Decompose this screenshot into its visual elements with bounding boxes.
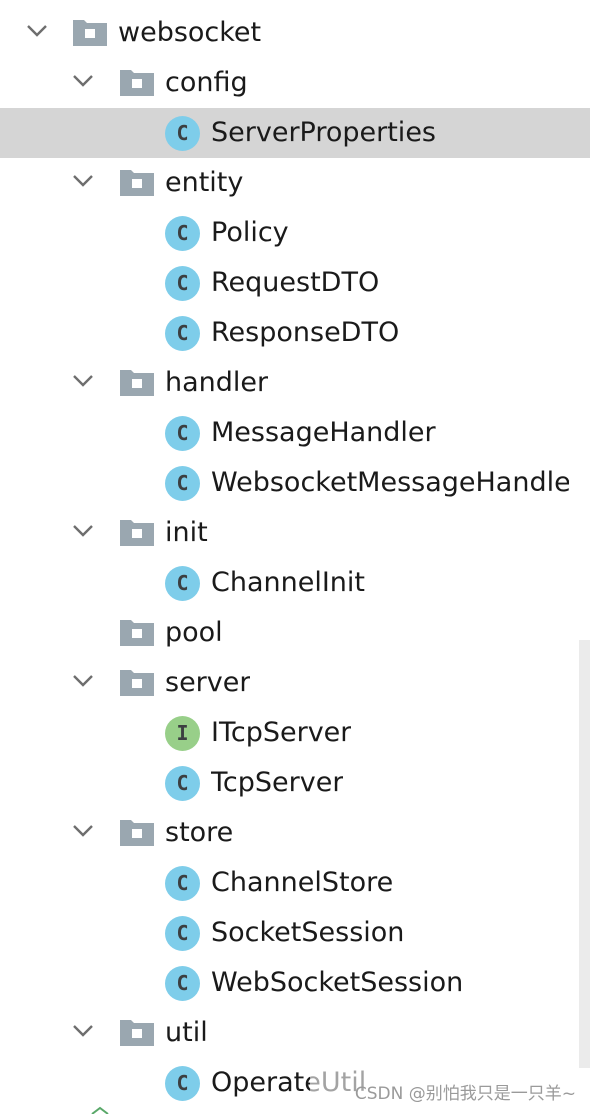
chevron-down-icon[interactable] — [70, 818, 96, 844]
tree-node-websocket-message-handler[interactable]: C WebsocketMessageHandler — [0, 458, 590, 508]
chevron-down-icon[interactable] — [70, 668, 96, 694]
folder-icon — [120, 1020, 154, 1046]
tree-node-util[interactable]: util — [0, 1008, 590, 1058]
tree-node-channel-init[interactable]: C ChannelInit — [0, 558, 590, 608]
folder-icon — [73, 20, 107, 46]
class-icon: C — [165, 566, 200, 601]
folder-icon — [120, 70, 154, 96]
tree-node-label: entity — [165, 167, 244, 198]
tree-node-handler[interactable]: handler — [0, 358, 590, 408]
tree-node-label: handler — [165, 367, 269, 398]
class-icon: C — [165, 266, 200, 301]
folder-icon — [120, 670, 154, 696]
tree-node-websocket[interactable]: websocket — [0, 8, 590, 58]
tree-node-label: WebSocketSession — [211, 967, 464, 998]
watermark: CSDN @别怕我只是一只羊~ — [354, 1084, 576, 1104]
tree-node-label: store — [165, 817, 234, 848]
tree-node-channel-store[interactable]: C ChannelStore — [0, 858, 590, 908]
tree-node-tcp-server[interactable]: C TcpServer — [0, 758, 590, 808]
folder-icon — [120, 620, 154, 646]
folder-icon — [120, 370, 154, 396]
chevron-down-icon[interactable] — [24, 18, 50, 44]
tree-node-socket-session[interactable]: C SocketSession — [0, 908, 590, 958]
partial-run-icon — [91, 1106, 109, 1114]
chevron-down-icon[interactable] — [70, 68, 96, 94]
tree-node-response-dto[interactable]: C ResponseDTO — [0, 308, 590, 358]
tree-node-label: server — [165, 667, 251, 698]
chevron-down-icon[interactable] — [70, 368, 96, 394]
tree-node-label: ServerProperties — [211, 117, 436, 148]
tree-node-entity[interactable]: entity — [0, 158, 590, 208]
tree-node-label: SocketSession — [211, 917, 405, 948]
chevron-down-icon[interactable] — [70, 518, 96, 544]
vertical-scrollbar[interactable] — [579, 640, 590, 1068]
tree-node-message-handler[interactable]: C MessageHandler — [0, 408, 590, 458]
class-icon: C — [165, 966, 200, 1001]
tree-node-label: RequestDTO — [211, 267, 380, 298]
tree-node-server[interactable]: server — [0, 658, 590, 708]
tree-node-init[interactable]: init — [0, 508, 590, 558]
tree-node-server-properties[interactable]: C ServerProperties — [0, 108, 590, 158]
tree-node-pool[interactable]: pool — [0, 608, 590, 658]
class-icon: C — [165, 1066, 200, 1101]
tree-node-config[interactable]: config — [0, 58, 590, 108]
tree-node-policy[interactable]: C Policy — [0, 208, 590, 258]
tree-node-label: util — [165, 1017, 208, 1048]
tree-node-store[interactable]: store — [0, 808, 590, 858]
folder-icon — [120, 170, 154, 196]
tree-node-label: ChannelInit — [211, 567, 366, 598]
tree-node-label: ITcpServer — [211, 717, 352, 748]
tree-node-label: init — [165, 517, 208, 548]
tree-node-websocket-session[interactable]: C WebSocketSession — [0, 958, 590, 1008]
watermark-backdrop — [310, 1068, 590, 1114]
tree-node-label: ChannelStore — [211, 867, 394, 898]
class-icon: C — [165, 216, 200, 251]
tree-node-label: Policy — [211, 217, 289, 248]
tree-node-label: websocket — [118, 17, 262, 48]
tree-node-label: ResponseDTO — [211, 317, 400, 348]
tree-node-label: TcpServer — [211, 767, 344, 798]
folder-icon — [120, 520, 154, 546]
class-icon: C — [165, 416, 200, 451]
tree-node-label: pool — [165, 617, 223, 648]
class-icon: C — [165, 116, 200, 151]
class-icon: C — [165, 466, 200, 501]
tree-node-label: config — [165, 67, 248, 98]
class-icon: C — [165, 316, 200, 351]
class-icon: C — [165, 866, 200, 901]
chevron-down-icon[interactable] — [70, 1018, 96, 1044]
tree-node-label: WebsocketMessageHandler — [211, 467, 569, 498]
folder-icon — [120, 820, 154, 846]
chevron-down-icon[interactable] — [70, 168, 96, 194]
tree-node-itcp-server[interactable]: I ITcpServer — [0, 708, 590, 758]
class-icon: C — [165, 916, 200, 951]
tree-node-label: MessageHandler — [211, 417, 436, 448]
class-icon: C — [165, 766, 200, 801]
interface-icon: I — [165, 716, 200, 751]
tree-node-request-dto[interactable]: C RequestDTO — [0, 258, 590, 308]
